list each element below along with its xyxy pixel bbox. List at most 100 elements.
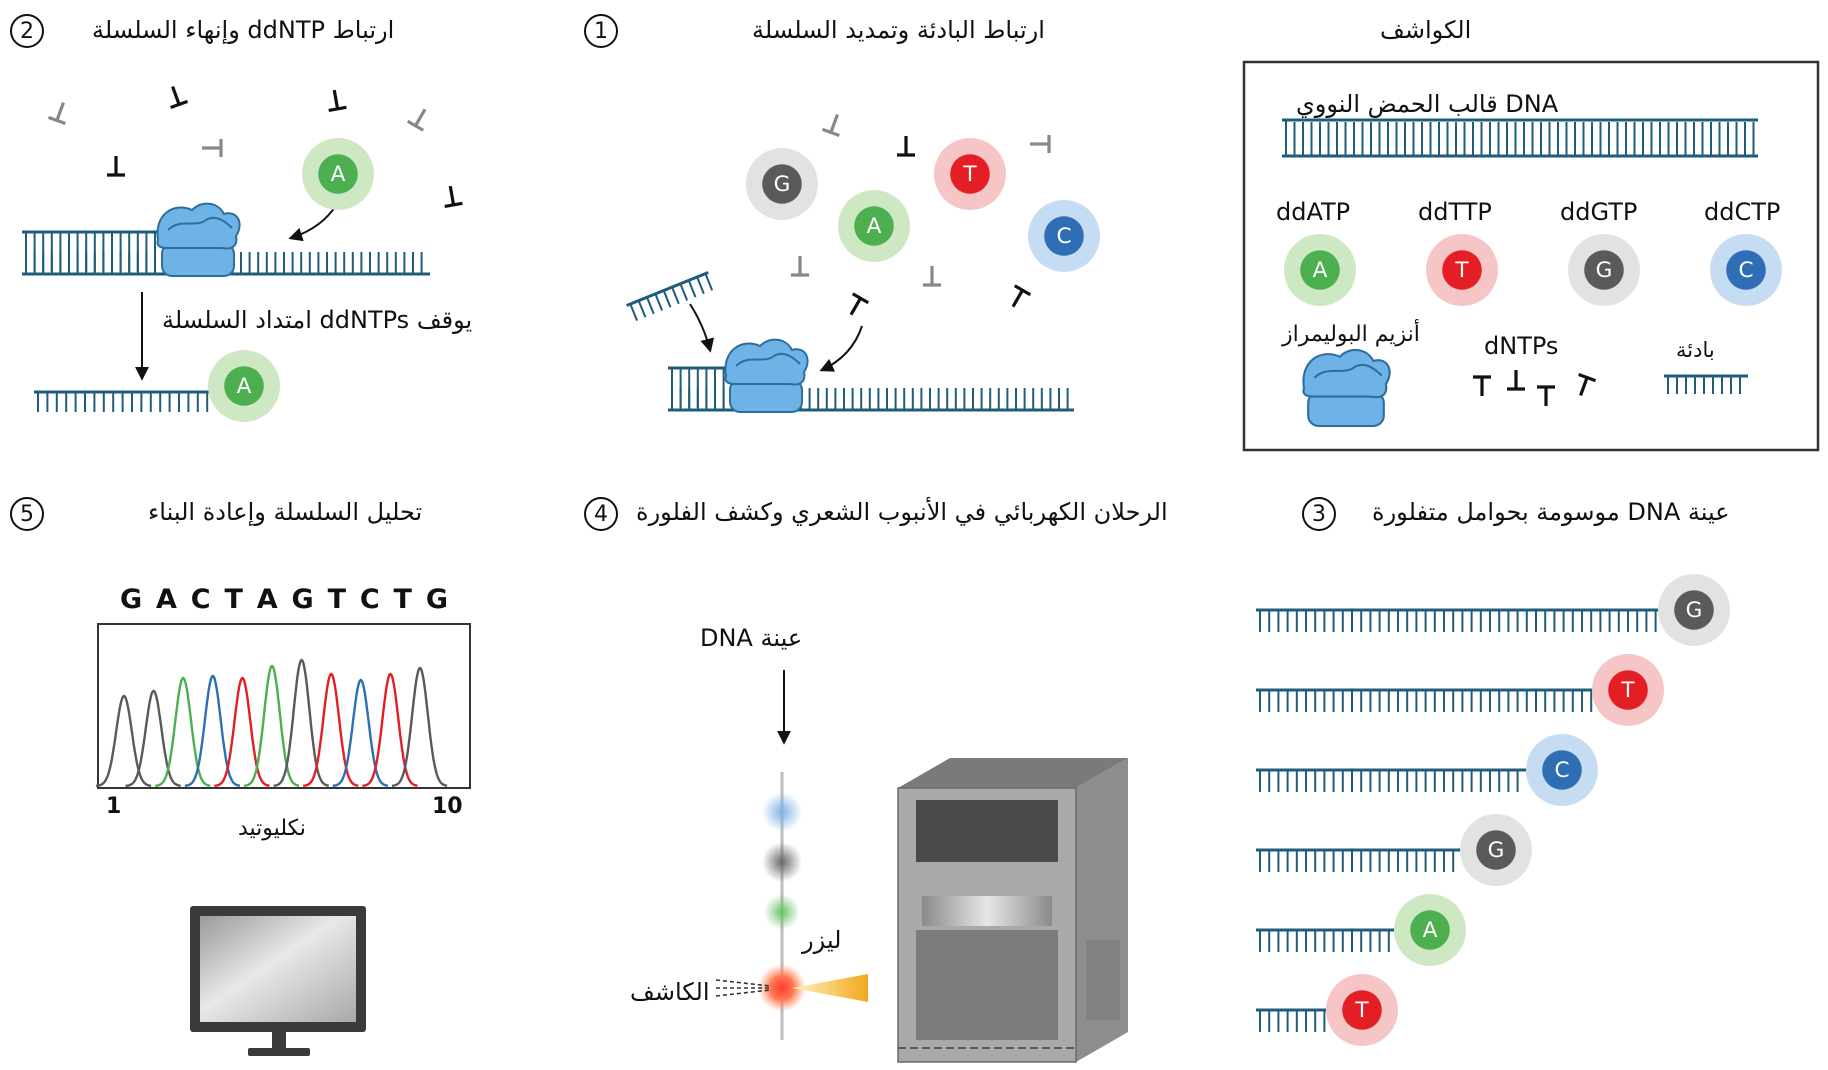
green-band xyxy=(764,894,800,930)
nucleotide-core xyxy=(762,164,802,204)
polymerase-upper xyxy=(1302,349,1391,399)
reagent-dntp xyxy=(1537,385,1555,406)
peak-G xyxy=(391,666,448,787)
nucleotide-core xyxy=(854,206,894,246)
sequence-base: G xyxy=(291,584,316,615)
peak-G xyxy=(273,658,329,787)
strand-backbone xyxy=(626,271,709,307)
polymerase-upper xyxy=(724,338,809,386)
step-3-number: 3 xyxy=(1302,497,1336,531)
nucleotide-letter: G xyxy=(1686,598,1703,623)
step2-dntp xyxy=(406,108,427,132)
labeled-fragment xyxy=(1256,848,1462,872)
nucleotide-letter: G xyxy=(1596,258,1613,283)
step1-nucleotide-T: T xyxy=(934,138,1006,210)
step2-free-nucleotide: A xyxy=(302,138,374,210)
peak-T xyxy=(214,676,270,787)
detector-rays xyxy=(715,979,771,997)
dntp-bar xyxy=(47,115,66,126)
red-band-excited xyxy=(758,964,806,1012)
step2-dntp xyxy=(328,89,347,113)
labeled-fragment xyxy=(1256,608,1660,632)
base-tick xyxy=(679,283,689,301)
ddttp-label: ddTTP xyxy=(1418,198,1492,226)
fragment-label-T: T xyxy=(1592,654,1664,726)
dntp-stem xyxy=(171,86,181,106)
reagent-dntp xyxy=(1473,375,1491,396)
step1-dntp xyxy=(897,136,915,157)
peak-C xyxy=(332,678,389,787)
dna-sample-label: عينة DNA xyxy=(700,624,803,652)
chromatogram-frame xyxy=(97,623,471,789)
fragment-label-G: G xyxy=(1460,814,1532,886)
sequence-base: A xyxy=(256,584,280,615)
axis-start-label: 1 xyxy=(106,794,122,819)
base-tick xyxy=(704,273,714,291)
labeled-fragment xyxy=(1256,768,1528,792)
step2-dntp xyxy=(444,185,463,209)
extension-arrow xyxy=(819,325,863,372)
sequence-base: A xyxy=(156,584,179,615)
axis-end-label: 10 xyxy=(432,794,463,819)
dntp-stem xyxy=(849,297,862,316)
free-primer xyxy=(626,271,714,322)
free-primer-wrap xyxy=(626,271,714,322)
labeled-fragment xyxy=(1256,1008,1328,1032)
dntp-stem xyxy=(414,108,427,127)
polymerase-groove xyxy=(735,352,801,367)
nucleotide-core xyxy=(1342,990,1382,1030)
ddgtp-label: ddGTP xyxy=(1560,198,1638,226)
nucleotide-letter: T xyxy=(1620,678,1635,703)
step2-dntp xyxy=(170,86,189,110)
step-4-title: الرحلان الكهربائي في الأنبوب الشعري وكشف… xyxy=(636,498,1168,526)
nucleotide-core xyxy=(318,154,358,194)
peak-A xyxy=(155,676,211,787)
nucleotide-core xyxy=(1608,670,1648,710)
ddatp-label: ddATP xyxy=(1276,198,1351,226)
grey-band xyxy=(762,842,802,882)
step1-dntp xyxy=(923,266,941,287)
reagent-dntp xyxy=(1507,370,1525,391)
step1-polymerase xyxy=(724,338,809,413)
reagents-title: الكواشف xyxy=(1380,16,1472,44)
nucleotide-letter: A xyxy=(1423,918,1438,943)
base-tick xyxy=(637,300,647,318)
polymerase-upper xyxy=(156,202,241,250)
labeled-fragment xyxy=(1256,688,1594,712)
sequence-base: C xyxy=(359,584,382,615)
polymerase-groove xyxy=(167,216,233,231)
step-4-number: 4 xyxy=(584,497,618,531)
laser-label: ليزر xyxy=(802,926,842,954)
sequence-base: G xyxy=(425,584,450,615)
nucleotide-core xyxy=(1584,250,1624,290)
step-1-title: ارتباط البادئة وتمديد السلسلة xyxy=(752,16,1045,44)
nucleotide-core xyxy=(1410,910,1450,950)
nucleotide-letter: A xyxy=(1313,258,1328,283)
peak-A xyxy=(243,664,300,787)
step2-dntp xyxy=(107,156,125,177)
sequence-base: G xyxy=(120,584,145,615)
peak-G xyxy=(95,694,152,788)
primer-binding-arrow xyxy=(689,303,715,353)
nucleotide-core xyxy=(1726,250,1766,290)
axis-title: نكليوتيد xyxy=(238,816,306,841)
nucleotide-core xyxy=(1476,830,1516,870)
terminated-fragment xyxy=(34,390,214,412)
step1-nucleotide-C: C xyxy=(1028,200,1100,272)
fragment-label-C: C xyxy=(1526,734,1598,806)
nucleotide-letter: G xyxy=(774,172,791,197)
fragment-label-T: T xyxy=(1326,974,1398,1046)
base-tick xyxy=(646,296,655,315)
step2-polymerase xyxy=(156,202,241,277)
dd-C-nucleotide: C xyxy=(1710,234,1782,306)
nucleotide-letter: T xyxy=(1354,998,1369,1023)
nucleotide-letter: A xyxy=(867,214,882,239)
sequence-readout: G A C T A G T C T G xyxy=(120,584,450,615)
step1-dntp xyxy=(791,256,809,277)
step1-dntp xyxy=(821,114,840,138)
nucleotide-letter: C xyxy=(1738,258,1753,283)
template-strand-top xyxy=(1282,118,1758,140)
peak-G xyxy=(125,689,181,787)
sequence-base: T xyxy=(327,584,348,615)
